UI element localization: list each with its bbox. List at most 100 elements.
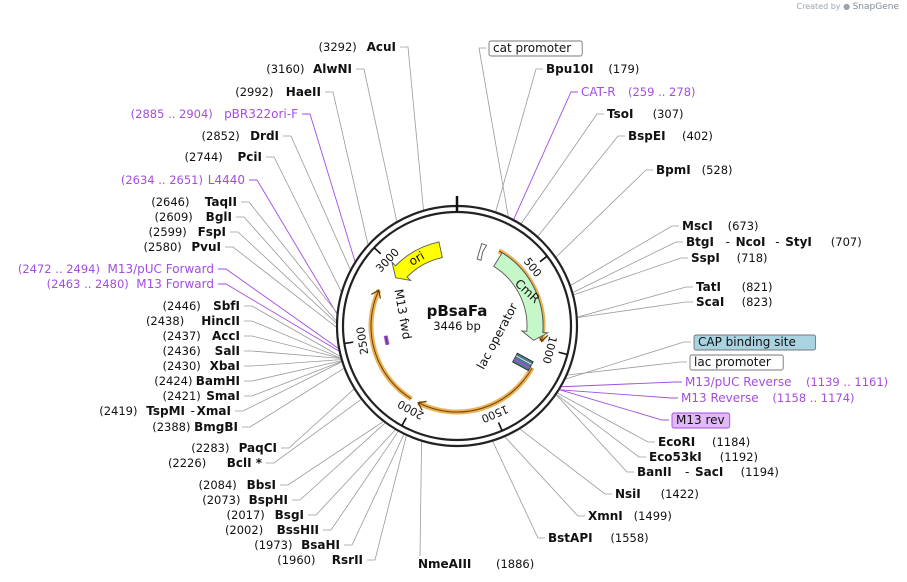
enzyme-position: (1422) xyxy=(661,487,699,501)
primer-range: (2463 .. 2480) xyxy=(47,277,129,291)
enzyme-name: HaeII xyxy=(286,85,321,99)
enzyme-name: NmeAIII xyxy=(418,557,471,571)
enzyme-position: (1886) xyxy=(496,557,534,571)
enzyme-position: (2421) xyxy=(163,389,201,403)
enzyme-position: (2002) xyxy=(225,523,263,537)
enzyme-name: TspMI xyxy=(146,404,185,418)
leader-line xyxy=(236,216,337,321)
tick-label: 2500 xyxy=(354,326,371,356)
leader-line xyxy=(325,91,369,245)
enzyme-name: BamHI xyxy=(196,374,240,388)
enzyme-separator: - xyxy=(191,404,195,418)
leader-line xyxy=(559,389,678,399)
leader-line xyxy=(281,388,355,449)
leader-line xyxy=(218,283,339,352)
enzyme-name: AlwNI xyxy=(313,62,352,76)
center-title: pBsaFa 3446 bp xyxy=(427,302,488,333)
primer-range: (259 .. 278) xyxy=(628,85,696,99)
m13-fwd-primer-outline xyxy=(385,335,388,345)
primer-label: CAT-R xyxy=(581,85,616,99)
enzyme-name: TatI xyxy=(696,280,721,294)
cat-promoter-arrow xyxy=(476,243,488,261)
leader-lines xyxy=(218,46,693,561)
snapgene-credit: Created by ● SnapGene xyxy=(797,2,900,12)
leader-line xyxy=(356,68,398,222)
enzyme-name: HincII xyxy=(201,314,240,328)
ori-label: ori xyxy=(406,249,427,269)
enzyme-name: ScaI xyxy=(696,295,724,309)
enzyme-name: EcoRI xyxy=(658,435,695,449)
leader-line xyxy=(241,201,338,313)
credit-prefix: Created by xyxy=(796,2,841,11)
leader-line xyxy=(400,46,424,210)
feature-label: lac promoter xyxy=(694,355,771,369)
leader-line xyxy=(557,392,655,443)
enzyme-position: (2744) xyxy=(185,150,223,164)
orf-arrowhead xyxy=(371,289,382,299)
tick-mark xyxy=(344,341,354,345)
enzyme-name: Eco53kI xyxy=(649,450,702,464)
feature-label-box xyxy=(671,412,731,429)
enzyme-position: (2084) xyxy=(199,478,237,492)
enzyme-position: (2388) xyxy=(152,420,190,434)
enzyme-name: BglI xyxy=(206,210,232,224)
feature-label: M13 rev xyxy=(676,413,725,427)
enzyme-name: Bpu10I xyxy=(546,62,593,76)
leader-line xyxy=(292,422,386,501)
leader-line xyxy=(556,394,646,458)
orf-arrowhead xyxy=(417,400,427,411)
leader-line xyxy=(565,341,691,380)
enzyme-position: (2437) xyxy=(163,329,201,343)
leader-line xyxy=(520,113,604,224)
enzyme-position: (2646) xyxy=(151,195,189,209)
primer-label: M13/pUC Reverse xyxy=(685,375,792,389)
enzyme-position: (3160) xyxy=(266,62,304,76)
tick-mark xyxy=(401,417,407,427)
enzyme-position: (2992) xyxy=(235,85,273,99)
leader-line xyxy=(308,429,396,516)
leader-line xyxy=(556,169,653,258)
cmr-arrow xyxy=(493,252,550,341)
enzyme-name: BspEI xyxy=(628,129,666,143)
enzyme-name: BclI * xyxy=(227,456,263,470)
enzyme-name: BsgI xyxy=(275,508,304,522)
leader-line xyxy=(419,441,422,557)
enzyme-position: (2424) xyxy=(154,374,192,388)
enzyme-position: (1499) xyxy=(634,509,672,523)
feature-label: cat promoter xyxy=(493,41,571,55)
leader-line xyxy=(573,257,688,296)
leader-line xyxy=(266,156,342,292)
leader-line xyxy=(230,231,337,324)
enzyme-position: (1558) xyxy=(610,531,648,545)
leader-line xyxy=(283,135,351,270)
leader-line xyxy=(244,320,341,359)
enzyme-position: (823) xyxy=(742,295,773,309)
enzyme-position: (2609) xyxy=(155,210,193,224)
enzyme-position: (2599) xyxy=(149,225,187,239)
credit-brand: SnapGene xyxy=(852,2,899,12)
leader-line xyxy=(249,179,338,314)
enzyme-separator: - xyxy=(685,465,689,479)
enzyme-name: NcoI xyxy=(736,235,766,249)
leader-line xyxy=(492,441,545,539)
enzyme-position: (1184) xyxy=(712,435,750,449)
primer-label: M13 Reverse xyxy=(681,391,759,405)
enzyme-position: (2438) xyxy=(146,314,184,328)
enzyme-name: TaqII xyxy=(205,195,237,209)
m13-fwd-label: M13 fwd xyxy=(391,288,414,341)
primer-range: (1139 .. 1161) xyxy=(806,375,888,389)
enzyme-name: DrdI xyxy=(250,129,279,143)
plasmid-length: 3446 bp xyxy=(433,319,481,333)
feature-label-box xyxy=(693,334,817,351)
lac-operator-stripe xyxy=(515,355,532,365)
enzyme-position: (2852) xyxy=(202,129,240,143)
leader-line xyxy=(567,361,687,376)
leader-line xyxy=(367,435,407,561)
primer-range: (2885 .. 2904) xyxy=(131,107,213,121)
leader-line xyxy=(242,368,344,428)
enzyme-name: BstAPI xyxy=(548,531,593,545)
leader-line xyxy=(244,360,342,382)
enzyme-position: (528) xyxy=(702,163,733,177)
orf-line xyxy=(370,289,412,400)
leader-line xyxy=(556,394,634,473)
